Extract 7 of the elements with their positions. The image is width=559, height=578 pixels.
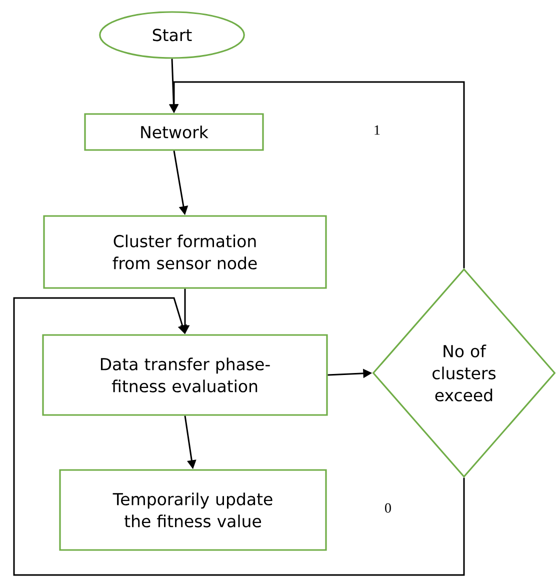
process-box: Temporarily update the fitness value	[59, 469, 327, 551]
edge-label: 1	[372, 124, 382, 136]
process-box: Data transfer phase-fitness evaluation	[42, 334, 328, 416]
edge-label: 0	[384, 502, 392, 514]
arrow	[13, 297, 465, 576]
process-box: Network	[84, 113, 264, 151]
process-box: Cluster formation from sensor node	[43, 215, 327, 289]
